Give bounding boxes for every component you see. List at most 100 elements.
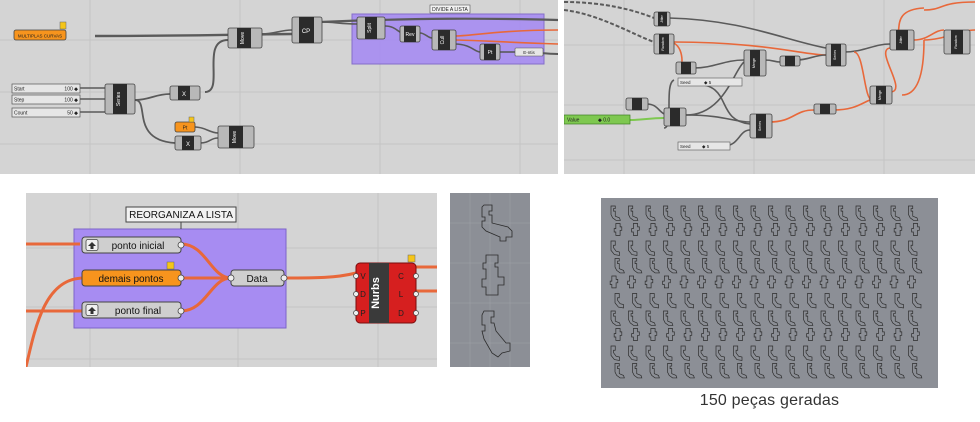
generated-piece [820, 240, 830, 256]
param-demais-pontos[interactable]: demais pontos [81, 261, 185, 287]
component-series-bottom[interactable]: Series [749, 113, 773, 139]
generated-piece [715, 205, 726, 221]
component-x-top[interactable]: X [169, 85, 201, 101]
generated-piece [807, 363, 818, 379]
generated-piece [714, 275, 724, 289]
component-merge-top-label: Merge [752, 58, 756, 68]
component-jitter-top[interactable]: Jitter [653, 11, 671, 27]
component-move-bottom[interactable]: Move [217, 125, 255, 149]
generated-piece [842, 258, 853, 274]
component-cull-label: Cull [440, 36, 446, 45]
generated-piece [890, 310, 901, 326]
component-pt[interactable]: Pt [479, 43, 501, 61]
generated-piece [667, 258, 678, 274]
slider-count[interactable]: Count 50 ◆ [11, 107, 81, 118]
component-x-bottom[interactable]: X [174, 135, 202, 151]
pin-icon [59, 21, 67, 30]
generated-piece [644, 275, 654, 289]
component-merge-top[interactable]: Merge [743, 49, 767, 77]
component-rev[interactable]: Rev [399, 25, 421, 43]
orange-param-pt[interactable]: Pt [174, 116, 196, 133]
generated-piece [627, 275, 636, 289]
generated-piece [667, 293, 677, 309]
generated-piece [648, 223, 658, 236]
generated-piece [737, 258, 748, 274]
generated-piece [649, 258, 660, 274]
generated-piece [859, 293, 869, 309]
component-cull[interactable]: Cull [431, 29, 457, 51]
component-pt-label: Pt [488, 50, 493, 56]
slider-start[interactable]: Start 100 ◆ [11, 83, 81, 94]
param-ponto-final[interactable]: ponto final [81, 301, 185, 319]
generated-piece [838, 205, 849, 221]
group-reorganize-list-label: REORGANIZA A LISTA [129, 210, 233, 221]
generated-piece [719, 258, 730, 274]
generated-pieces-sheet [601, 198, 938, 388]
canvas-random-jitter[interactable]: Value ◆ 0.0 Seed ◆ 5 Seed ◆ 5 Jitter Ran… [564, 0, 975, 174]
generated-piece [698, 345, 708, 361]
component-small-b[interactable] [779, 55, 801, 67]
component-small-d[interactable] [625, 97, 649, 111]
generated-piece [680, 205, 691, 221]
curves-param[interactable] [13, 29, 67, 41]
component-merge-right[interactable]: Merge [869, 85, 893, 105]
generated-piece [733, 345, 743, 361]
slider-step[interactable]: Step 100 ◆ [11, 94, 81, 105]
generated-piece [872, 275, 881, 289]
generated-piece [802, 275, 811, 289]
component-jitter-right[interactable]: Jitter [889, 29, 915, 51]
green-value-slider[interactable]: Value ◆ 0.0 [564, 114, 631, 125]
slider-count-value: 50 ◆ [67, 111, 78, 117]
generated-piece [610, 310, 621, 326]
component-cp[interactable]: CP [291, 16, 323, 44]
generated-piece [784, 275, 794, 289]
component-random-right[interactable]: Random [943, 29, 971, 55]
generated-piece [908, 345, 918, 361]
component-cp-label: CP [302, 29, 310, 35]
component-random-top[interactable]: Random [653, 33, 675, 55]
generated-piece [667, 363, 678, 379]
entity-panel[interactable]: E-ntis [514, 47, 544, 57]
component-small-c[interactable] [813, 103, 837, 115]
generated-piece [788, 223, 798, 236]
data-param[interactable]: Data [227, 269, 288, 287]
component-series-top[interactable]: Series [825, 43, 847, 67]
generated-piece [838, 345, 848, 361]
nurbs-component[interactable]: Nurbs V D P C L D [353, 254, 419, 324]
nurbs-input-p: P [360, 309, 365, 318]
component-merge-right-label: Merge [878, 90, 882, 100]
canvas-reorganize-list[interactable]: REORGANIZA A LISTA ponto inicial demais … [26, 193, 437, 367]
generated-piece [873, 240, 883, 256]
seed-slider-bottom[interactable]: Seed ◆ 5 [677, 141, 731, 151]
component-series-label: Series [116, 91, 122, 106]
component-split[interactable]: Split [356, 16, 386, 40]
component-series[interactable]: Series [104, 83, 136, 115]
param-ponto-inicial[interactable]: ponto inicial [81, 236, 185, 254]
generated-piece [806, 223, 815, 236]
generated-piece [768, 205, 779, 221]
param-ponto-final-label: ponto final [115, 306, 161, 317]
generated-piece [908, 205, 919, 221]
generated-piece [890, 240, 900, 256]
canvas-divide-list[interactable]: DIVIDE A LISTA MULTIPLAS CURVAS [0, 0, 558, 174]
component-small-a[interactable] [675, 61, 697, 75]
component-small-e[interactable] [663, 107, 687, 127]
generated-piece [824, 293, 834, 309]
generated-piece [877, 258, 888, 274]
data-param-label: Data [246, 274, 268, 285]
generated-piece [873, 345, 883, 361]
generated-piece [877, 363, 888, 379]
seed-slider-top[interactable]: Seed ◆ 5 [677, 77, 743, 87]
generated-piece [771, 328, 780, 341]
pin-icon [166, 261, 175, 270]
pin-icon [188, 116, 195, 123]
generated-piece [768, 310, 779, 326]
green-value-slider-value: ◆ 0.0 [598, 118, 610, 124]
generated-piece [737, 293, 747, 309]
generated-piece [908, 310, 919, 326]
generated-piece [753, 223, 763, 236]
generated-piece [697, 275, 706, 289]
seed-slider-top-value: ◆ 5 [704, 80, 712, 85]
generated-piece [614, 258, 625, 274]
component-move-top[interactable]: Move [227, 27, 263, 49]
